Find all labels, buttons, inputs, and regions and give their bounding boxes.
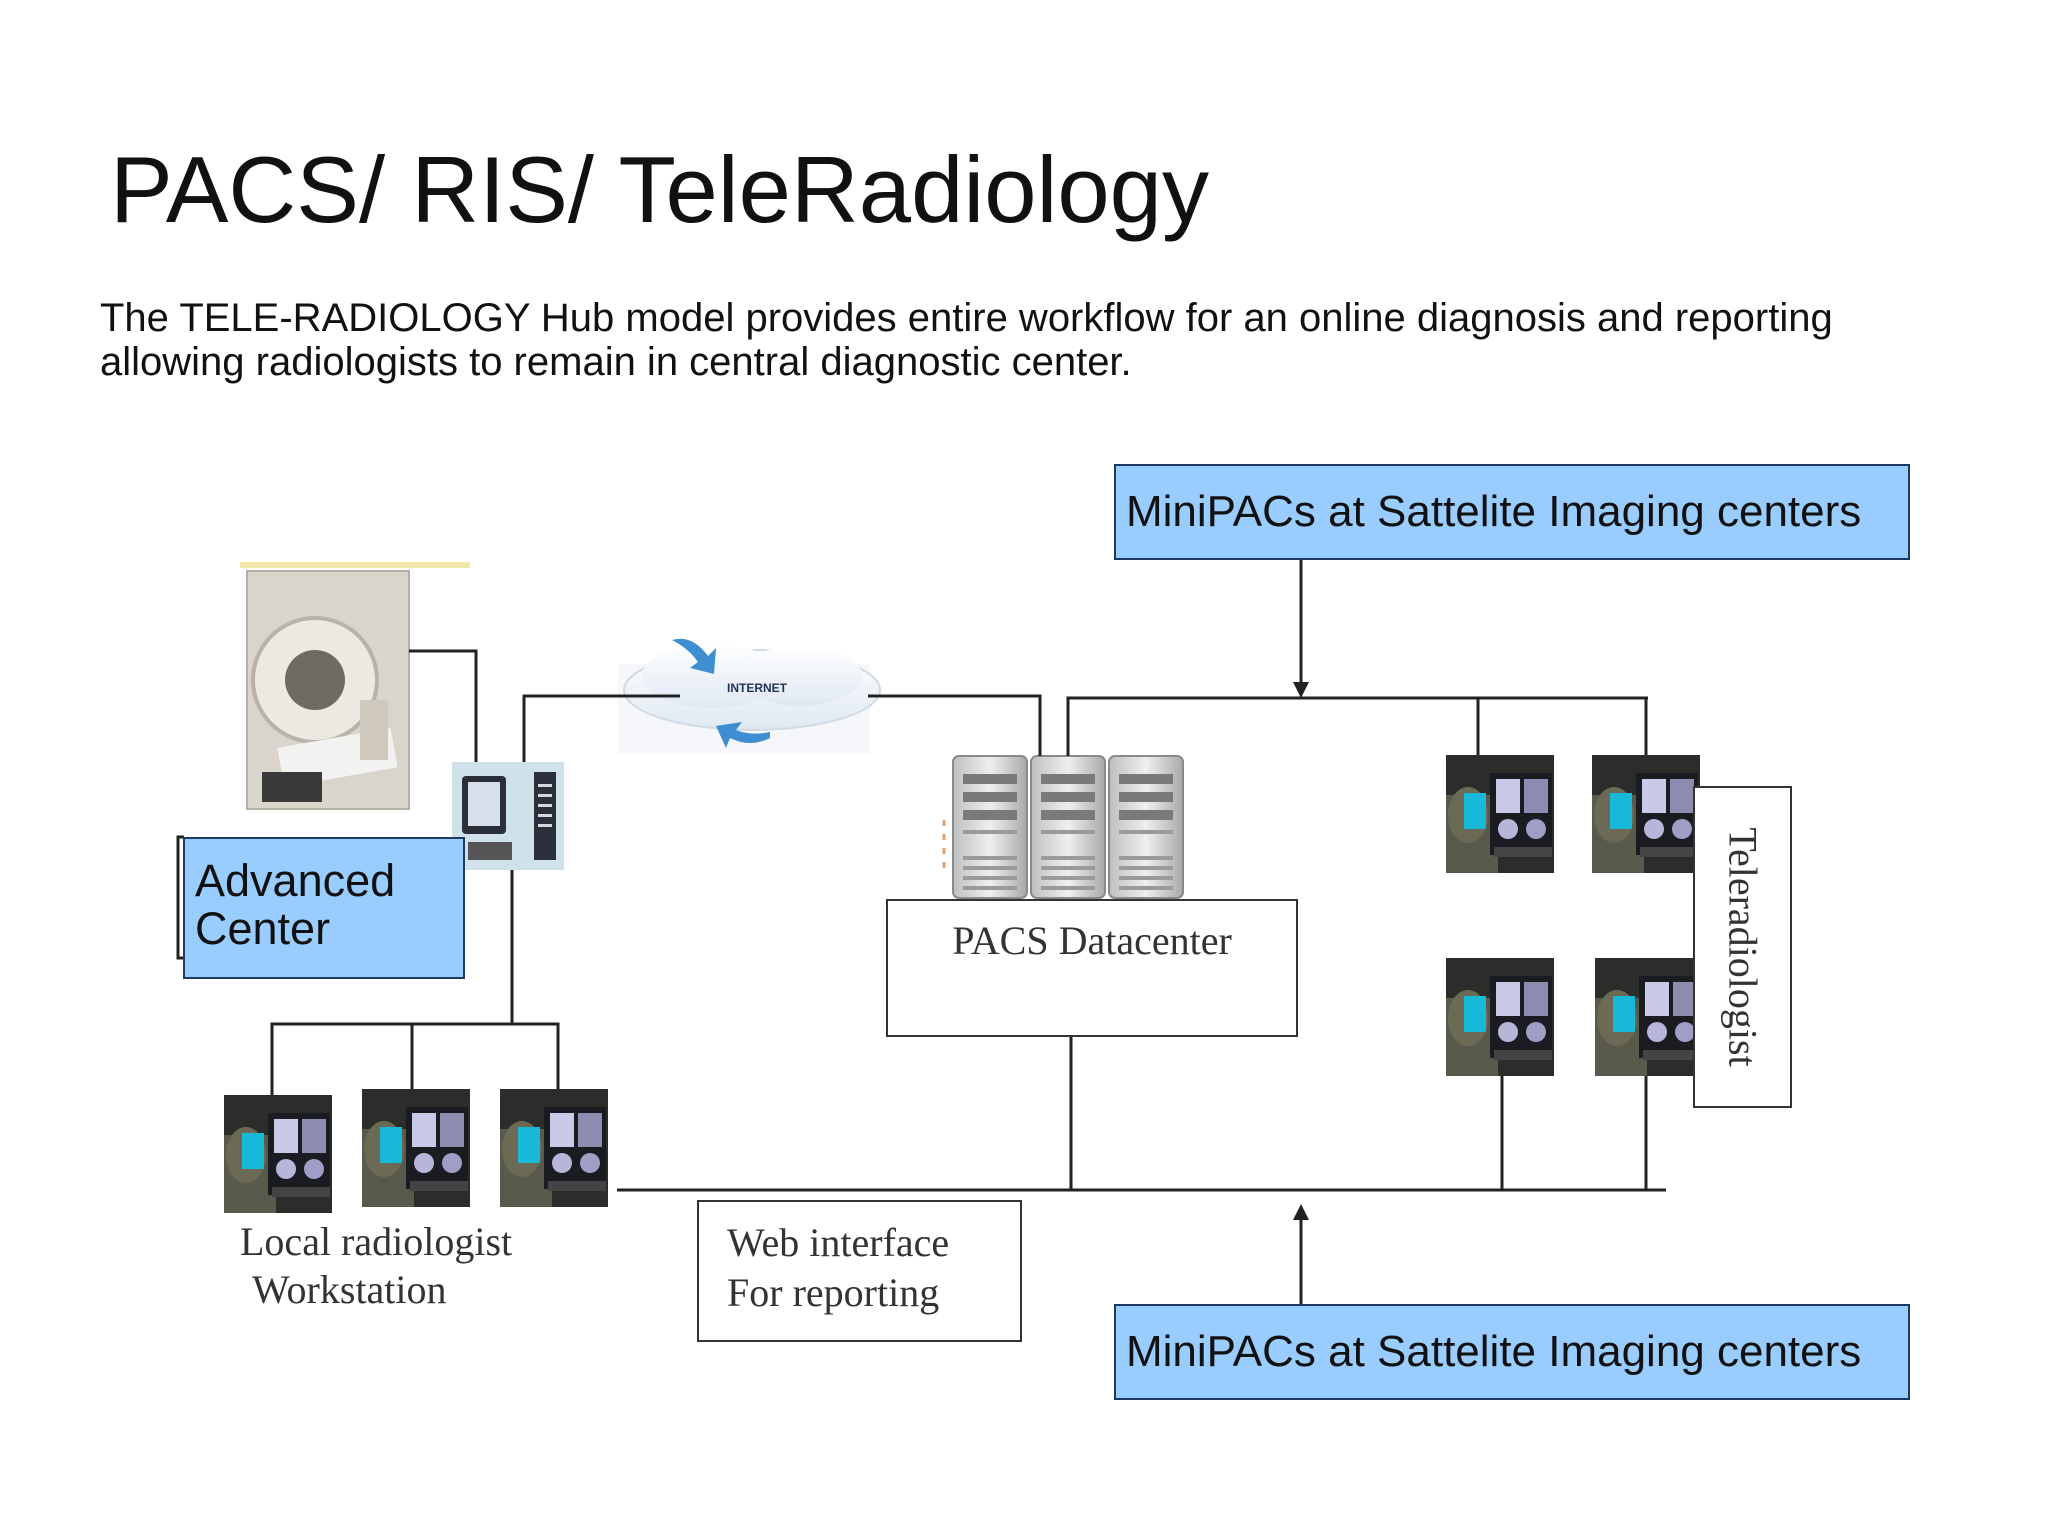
slide-subtitle: The TELE-RADIOLOGY Hub model provides en… — [100, 296, 1833, 384]
local-radiologist-line-1: Local radiologist — [240, 1219, 513, 1264]
local-workstation-icon — [362, 1089, 470, 1207]
local-radiologist-line-2: Workstation — [252, 1267, 447, 1312]
teleradiologist-label: Teleradiologist — [1720, 827, 1765, 1067]
local-workstation-icon — [224, 1095, 332, 1213]
minipacs-bottom-label: MiniPACs at Sattelite Imaging centers — [1114, 1304, 1910, 1400]
server-rack-icon — [942, 755, 1184, 899]
remote-workstation-icon — [1595, 958, 1703, 1076]
advanced-center-line-1: Advanced — [195, 855, 396, 906]
local-workstation-icon — [500, 1089, 608, 1207]
pacs-datacenter-label: PACS Datacenter — [952, 918, 1232, 963]
mri-scanner-icon — [240, 562, 470, 810]
web-interface-line-1: Web interface — [727, 1220, 950, 1265]
remote-workstation-icon — [1446, 958, 1554, 1076]
connector-lines — [176, 560, 1666, 1304]
remote-workstation-icon — [1446, 755, 1554, 873]
arrowheads — [1293, 682, 1309, 1220]
web-interface-box: Web interface For reporting — [697, 1200, 1022, 1342]
local-radiologist-caption: Local radiologist Workstation — [240, 1218, 512, 1314]
web-interface-line-2: For reporting — [727, 1270, 940, 1315]
minipacs-top-label: MiniPACs at Sattelite Imaging centers — [1114, 464, 1910, 560]
pacs-datacenter-box: PACS Datacenter — [886, 899, 1298, 1037]
slide-title: PACS/ RIS/ TeleRadiology — [110, 137, 1209, 242]
advanced-center-label: Advanced Center — [183, 837, 465, 979]
teleradiologist-box: Teleradiologist — [1693, 786, 1792, 1108]
internet-cloud-icon: INTERNET — [618, 638, 881, 754]
internet-label: INTERNET — [727, 681, 788, 695]
computer-icon — [452, 762, 564, 870]
advanced-center-line-2: Center — [195, 903, 331, 954]
remote-workstation-icon — [1592, 755, 1700, 873]
